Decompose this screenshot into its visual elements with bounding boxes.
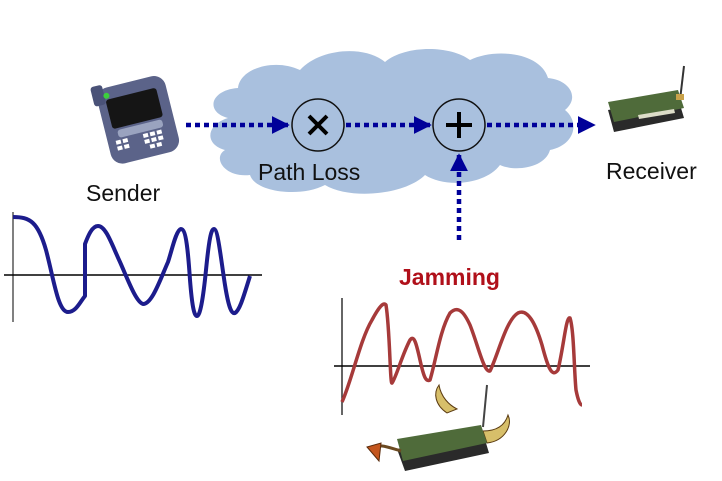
path-loss-label: Path Loss [258, 159, 361, 185]
sender-signal [12, 215, 252, 318]
cloud-icon [210, 48, 574, 194]
multiply-icon [291, 98, 345, 152]
jamming-label: Jamming [399, 264, 500, 290]
add-icon [432, 98, 486, 152]
jamming-signal [340, 302, 583, 407]
devil-sensor-node-icon [366, 383, 510, 471]
receiver-label: Receiver [606, 158, 697, 184]
sender-waveform [4, 212, 262, 322]
sensor-node-icon [608, 65, 685, 132]
jamming-waveform [334, 298, 590, 415]
smartphone-icon [90, 76, 180, 164]
sender-label: Sender [86, 180, 161, 206]
